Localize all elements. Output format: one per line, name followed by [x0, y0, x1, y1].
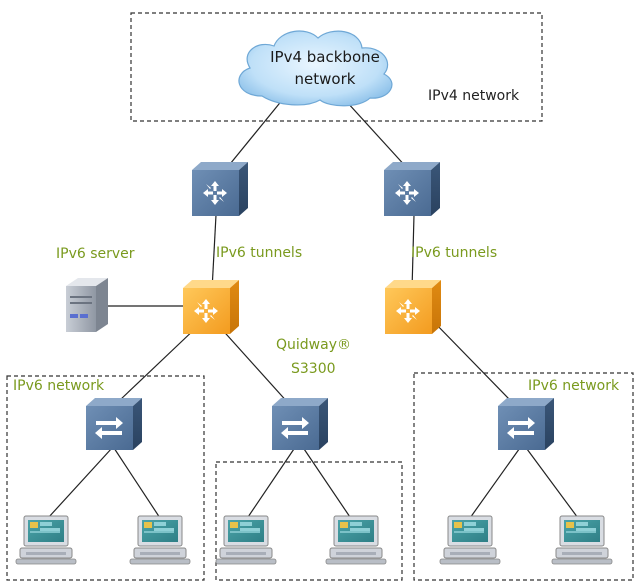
pc-icon [129, 515, 191, 565]
ipv6-network-left-region [6, 375, 205, 581]
cloud-label-line1: IPv4 backbone [270, 48, 380, 66]
pc-icon [439, 515, 501, 565]
quidway-switch-icon [183, 280, 239, 334]
ipv4-backbone-cloud-icon [238, 30, 393, 107]
pc-icon [325, 515, 387, 565]
ipv6-network-right-label: IPv6 network [528, 378, 620, 394]
cloud-label-line2: network [294, 70, 356, 88]
pc-icon [551, 515, 613, 565]
ipv6-tunnels-left-label: IPv6 tunnels [216, 245, 303, 261]
quidway-label-line2: S3300 [291, 361, 336, 377]
ipv4-network-region [130, 12, 543, 122]
quidway-switch-icon [385, 280, 441, 334]
ipv6-server-label: IPv6 server [56, 246, 135, 262]
switch-icon [86, 398, 142, 450]
connection-lines [47, 87, 579, 521]
ipv6-tunnels-right-label: IPv6 tunnels [411, 245, 498, 261]
switch-icon [272, 398, 328, 450]
router-icon [384, 162, 440, 216]
switch-icon [498, 398, 554, 450]
ipv6-network-right-region [413, 372, 634, 581]
ipv4-network-label: IPv4 network [428, 88, 520, 104]
cloud-label: IPv4 backbone network [240, 46, 410, 90]
quidway-label-line1: Quidway® [276, 337, 351, 353]
router-icon [192, 162, 248, 216]
pc-icon [215, 515, 277, 565]
ipv6-network-left-label: IPv6 network [13, 378, 105, 394]
ipv6-server-icon [66, 278, 108, 332]
ipv6-network-middle-region [215, 461, 403, 581]
pc-icon [15, 515, 77, 565]
